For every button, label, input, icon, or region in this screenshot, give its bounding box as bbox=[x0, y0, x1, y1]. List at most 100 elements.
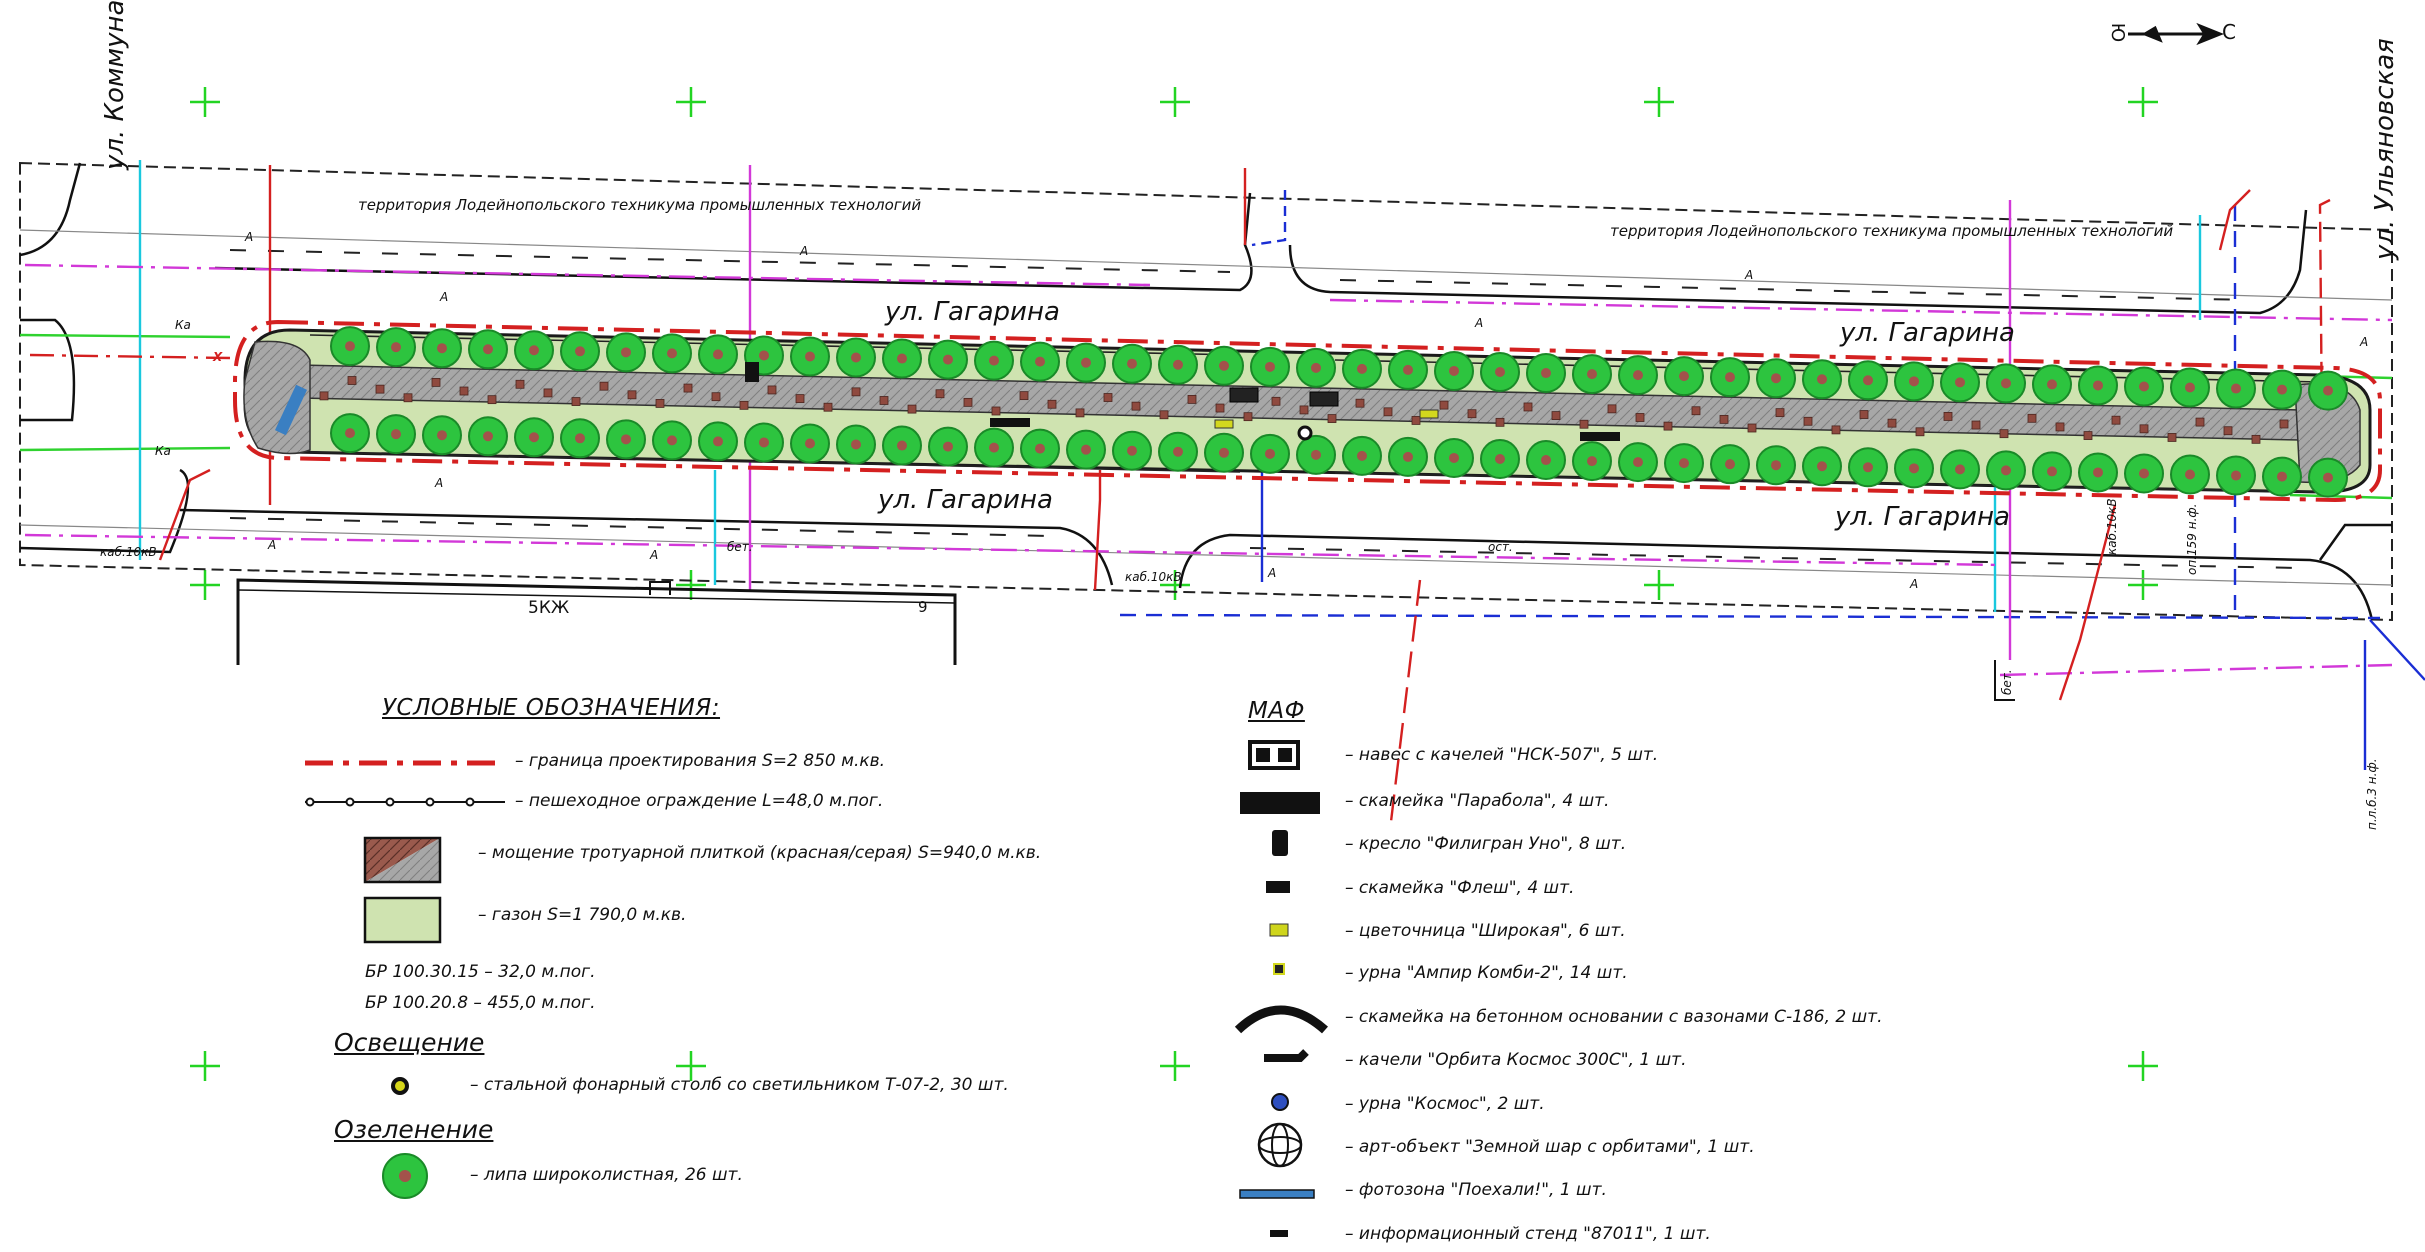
tree-icon bbox=[1112, 430, 1152, 471]
legend-item-lawn: – газон S=1 790,0 м.кв. bbox=[478, 905, 687, 925]
paving-tile bbox=[431, 377, 441, 387]
end-plaza-left bbox=[243, 340, 311, 455]
legend-item-fence: – пешеходное ограждение L=48,0 м.пог. bbox=[515, 791, 884, 811]
project-boundary bbox=[233, 319, 2382, 503]
paving-tile bbox=[1467, 409, 1477, 419]
paving-tile bbox=[1355, 398, 1365, 408]
paving-tile bbox=[739, 400, 749, 410]
tree-icon bbox=[1940, 362, 1980, 403]
paving-tile bbox=[1943, 412, 1953, 421]
tree-icon bbox=[1250, 433, 1290, 474]
paving-tile bbox=[1803, 416, 1813, 426]
legend-item-boundary: – граница проектирования S=2 850 м.кв. bbox=[515, 751, 886, 771]
road-label-a-5: А bbox=[1745, 268, 1754, 282]
maf-item-bench-flash: – скамейка "Флеш", 4 шт. bbox=[1345, 878, 1575, 898]
maf-item-swing-canopy: – навес с качелей "НСК-507", 5 шт. bbox=[1345, 745, 1659, 765]
tree-icon bbox=[882, 425, 922, 466]
greening-title: Озеленение bbox=[334, 1115, 494, 1144]
tree-icon bbox=[1388, 436, 1428, 477]
paving-tile bbox=[1915, 427, 1925, 437]
grid-crosses bbox=[190, 87, 2158, 1081]
x-label: Х bbox=[213, 350, 223, 364]
paving-tile bbox=[2251, 434, 2261, 444]
paving-tile bbox=[543, 388, 553, 398]
paving-tile bbox=[375, 384, 385, 394]
paving-tile bbox=[991, 406, 1001, 416]
tree-icon bbox=[2262, 456, 2302, 497]
maf-item-armchair: – кресло "Филигран Уно", 8 шт. bbox=[1345, 834, 1627, 854]
paving-tiles bbox=[319, 376, 2289, 444]
tree-icon bbox=[1618, 442, 1658, 483]
north-arrow bbox=[2128, 22, 2225, 46]
maf-item-bench-parabola: – скамейка "Парабола", 4 шт. bbox=[1345, 791, 1610, 811]
paving-tile bbox=[683, 383, 693, 393]
lighting-title: Освещение bbox=[334, 1028, 485, 1057]
paving-tile bbox=[1691, 406, 1701, 416]
road-label-a-11: А bbox=[2360, 335, 2369, 349]
building-floors: 9 bbox=[918, 598, 928, 616]
building-hatch bbox=[237, 589, 956, 604]
paving-tile bbox=[1971, 420, 1981, 430]
paving-tile bbox=[655, 399, 665, 408]
paving-tile bbox=[795, 394, 805, 403]
tree-icon bbox=[1342, 348, 1382, 389]
paving-tile bbox=[823, 402, 833, 412]
tree-icon bbox=[1986, 363, 2026, 404]
street-label-gagarina-4: ул. Гагарина bbox=[1835, 502, 2010, 532]
maf-item-globe-art: – арт-объект "Земной шар с орбитами", 1 … bbox=[1345, 1137, 1755, 1157]
tree-icon bbox=[1710, 357, 1750, 398]
tree-icon bbox=[1020, 341, 1060, 382]
paving-tile bbox=[487, 395, 497, 405]
street-label-ulyanovskaya: ул. Ульяновская bbox=[2370, 38, 2400, 260]
maf-item-orbit-swing: – качели "Орбита Космос 300С", 1 шт. bbox=[1345, 1050, 1687, 1070]
tree-icon bbox=[606, 419, 646, 460]
tree-icon bbox=[1618, 355, 1658, 396]
maf-item-cosmos-bin: – урна "Космос", 2 шт. bbox=[1345, 1094, 1545, 1114]
tree-icon bbox=[1848, 447, 1888, 488]
tree-icon bbox=[1434, 437, 1474, 478]
paving-tile bbox=[1383, 407, 1393, 417]
paving-tile bbox=[403, 393, 413, 403]
tree-icon bbox=[2170, 454, 2210, 495]
paving-tile bbox=[1439, 400, 1449, 410]
street-label-gagarina-3: ул. Гагарина bbox=[878, 485, 1053, 515]
tree-icon bbox=[1664, 443, 1704, 484]
alley-furniture bbox=[274, 362, 1620, 441]
road-label-a-2: А bbox=[800, 244, 809, 258]
paving-tile bbox=[1607, 404, 1617, 414]
road-label-a-7: А bbox=[268, 538, 277, 552]
road-label-a-6: А bbox=[435, 476, 444, 490]
paving-tile bbox=[1719, 414, 1729, 424]
paving-tile bbox=[515, 379, 525, 389]
tree-icon bbox=[1986, 450, 2026, 491]
north-arrow-north-label: С bbox=[2222, 20, 2236, 44]
paving-tile bbox=[1243, 412, 1253, 422]
paving-tile bbox=[571, 397, 581, 406]
maf-item-photozone: – фотозона "Поехали!", 1 шт. bbox=[1345, 1180, 1607, 1200]
tree-icon bbox=[606, 332, 646, 373]
paving-tile bbox=[1327, 414, 1337, 423]
cable-label-vertical: каб.10кВ bbox=[2105, 498, 2119, 555]
concrete-label-right: бет. bbox=[2000, 669, 2014, 695]
paving-tile bbox=[851, 387, 861, 397]
legend-item-paving: – мощение тротуарной плиткой (красная/се… bbox=[478, 843, 1042, 863]
maf-symbols bbox=[1234, 740, 1328, 1237]
post-label-2: п.л.б.3 н.ф. bbox=[2365, 758, 2379, 830]
paving-tile bbox=[879, 396, 889, 405]
tree-icon bbox=[836, 337, 876, 378]
legend-greening-item: – липа широколистная, 26 шт. bbox=[470, 1165, 743, 1185]
road-label-a-3: А bbox=[440, 290, 449, 304]
paving-tile bbox=[2111, 415, 2121, 425]
road-label-a-8: А bbox=[650, 548, 659, 562]
paving-tile bbox=[1047, 399, 1057, 409]
paving-tile bbox=[1635, 413, 1645, 422]
tree-icon bbox=[790, 336, 830, 377]
tree-icon bbox=[1250, 346, 1290, 387]
cable-label-left: каб.10кВ bbox=[100, 545, 157, 559]
tree-icon bbox=[1664, 356, 1704, 397]
paving-tile bbox=[1103, 393, 1113, 402]
paving-tile bbox=[2223, 426, 2233, 436]
tree-icon bbox=[974, 427, 1014, 468]
linden-trees bbox=[330, 326, 2348, 498]
paving-tile bbox=[767, 385, 777, 395]
